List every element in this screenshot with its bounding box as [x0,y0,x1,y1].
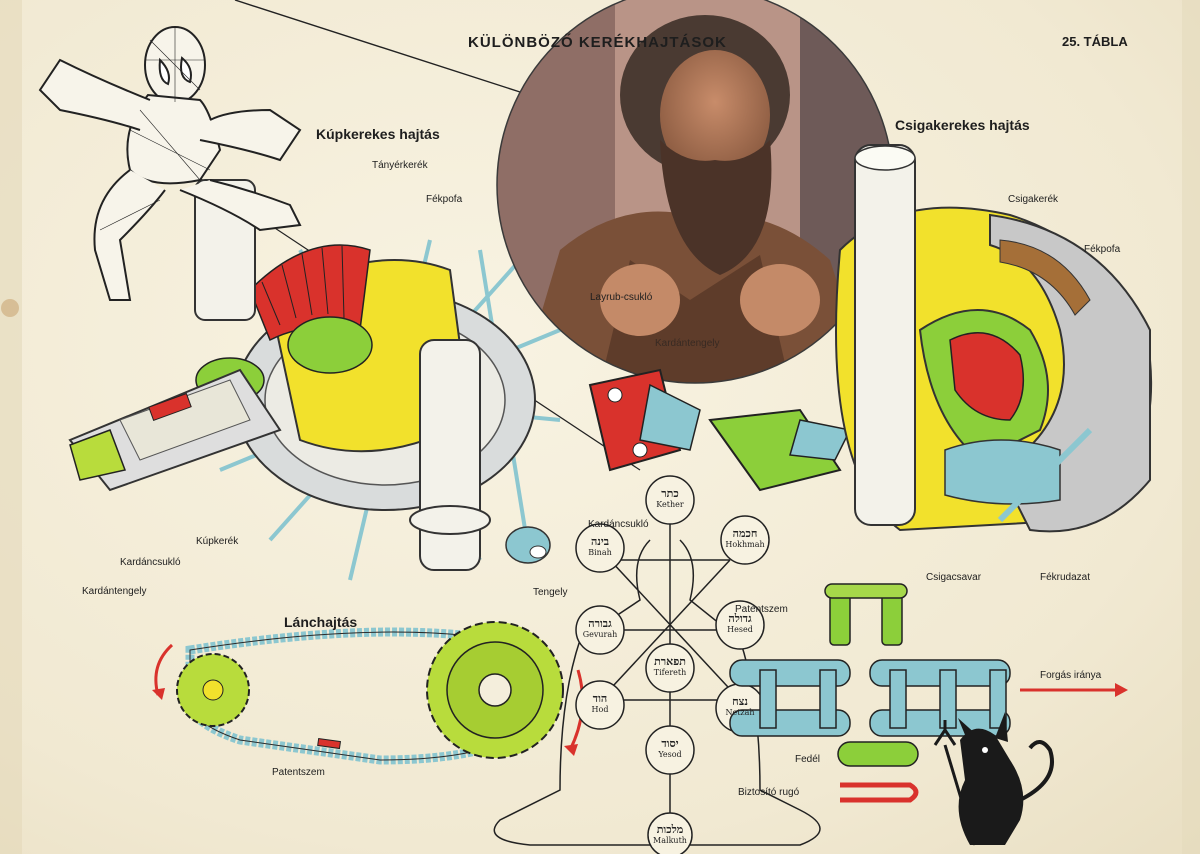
bevel-gear-drive [68,179,561,581]
label-kupkerek: Kúpkerék [196,536,239,547]
right-paper-edge [1182,0,1200,854]
devil-silhouette [933,712,1054,846]
label-forgas-iranya: Forgás iránya [1040,670,1102,681]
label-patentszem-right: Patentszem [735,604,788,615]
worm-drive [835,144,1153,533]
label-fekrudazat: Fékrudazat [1040,572,1091,583]
label-patentszem-left: Patentszem [272,767,325,778]
diagonal-line [234,0,521,93]
section-heading-worm: Csigakerekes hajtás [895,117,1030,133]
chain-link-detail [729,583,1128,803]
plate-number: 25. TÁBLA [1062,34,1128,49]
label-kardancsuklo-center: Kardáncsukló [588,519,649,530]
left-paper-edge [0,0,22,854]
label-csigacsavar: Csigacsavar [926,572,982,583]
paper-stain [1,299,19,317]
label-tengely: Tengely [533,587,568,598]
page-title: KÜLÖNBÖZŐ KERÉKHAJTÁSOK [468,34,727,51]
label-fedel: Fedél [795,754,821,765]
label-kardantengely-faint: Kardántengely [655,338,720,349]
label-kardancsuklo-left: Kardáncsukló [120,557,181,568]
section-heading-bevel: Kúpkerekes hajtás [316,126,440,142]
label-layrub: Layrub-csukló [590,292,653,303]
layrub-coupling [588,368,852,492]
section-heading-chain: Lánchajtás [284,614,358,630]
label-tanyerkerek: Tányérkerék [372,160,428,171]
label-csigakerek: Csigakerék [1008,194,1059,205]
chain-drive [152,621,584,765]
label-kardantengely: Kardántengely [82,586,147,597]
label-biztosito-rugo: Biztosító rugó [738,787,800,798]
label-fekpofa-right: Fékpofa [1084,244,1121,255]
spiderman-drawing [38,26,302,301]
label-fekpofa-left: Fékpofa [426,194,463,205]
